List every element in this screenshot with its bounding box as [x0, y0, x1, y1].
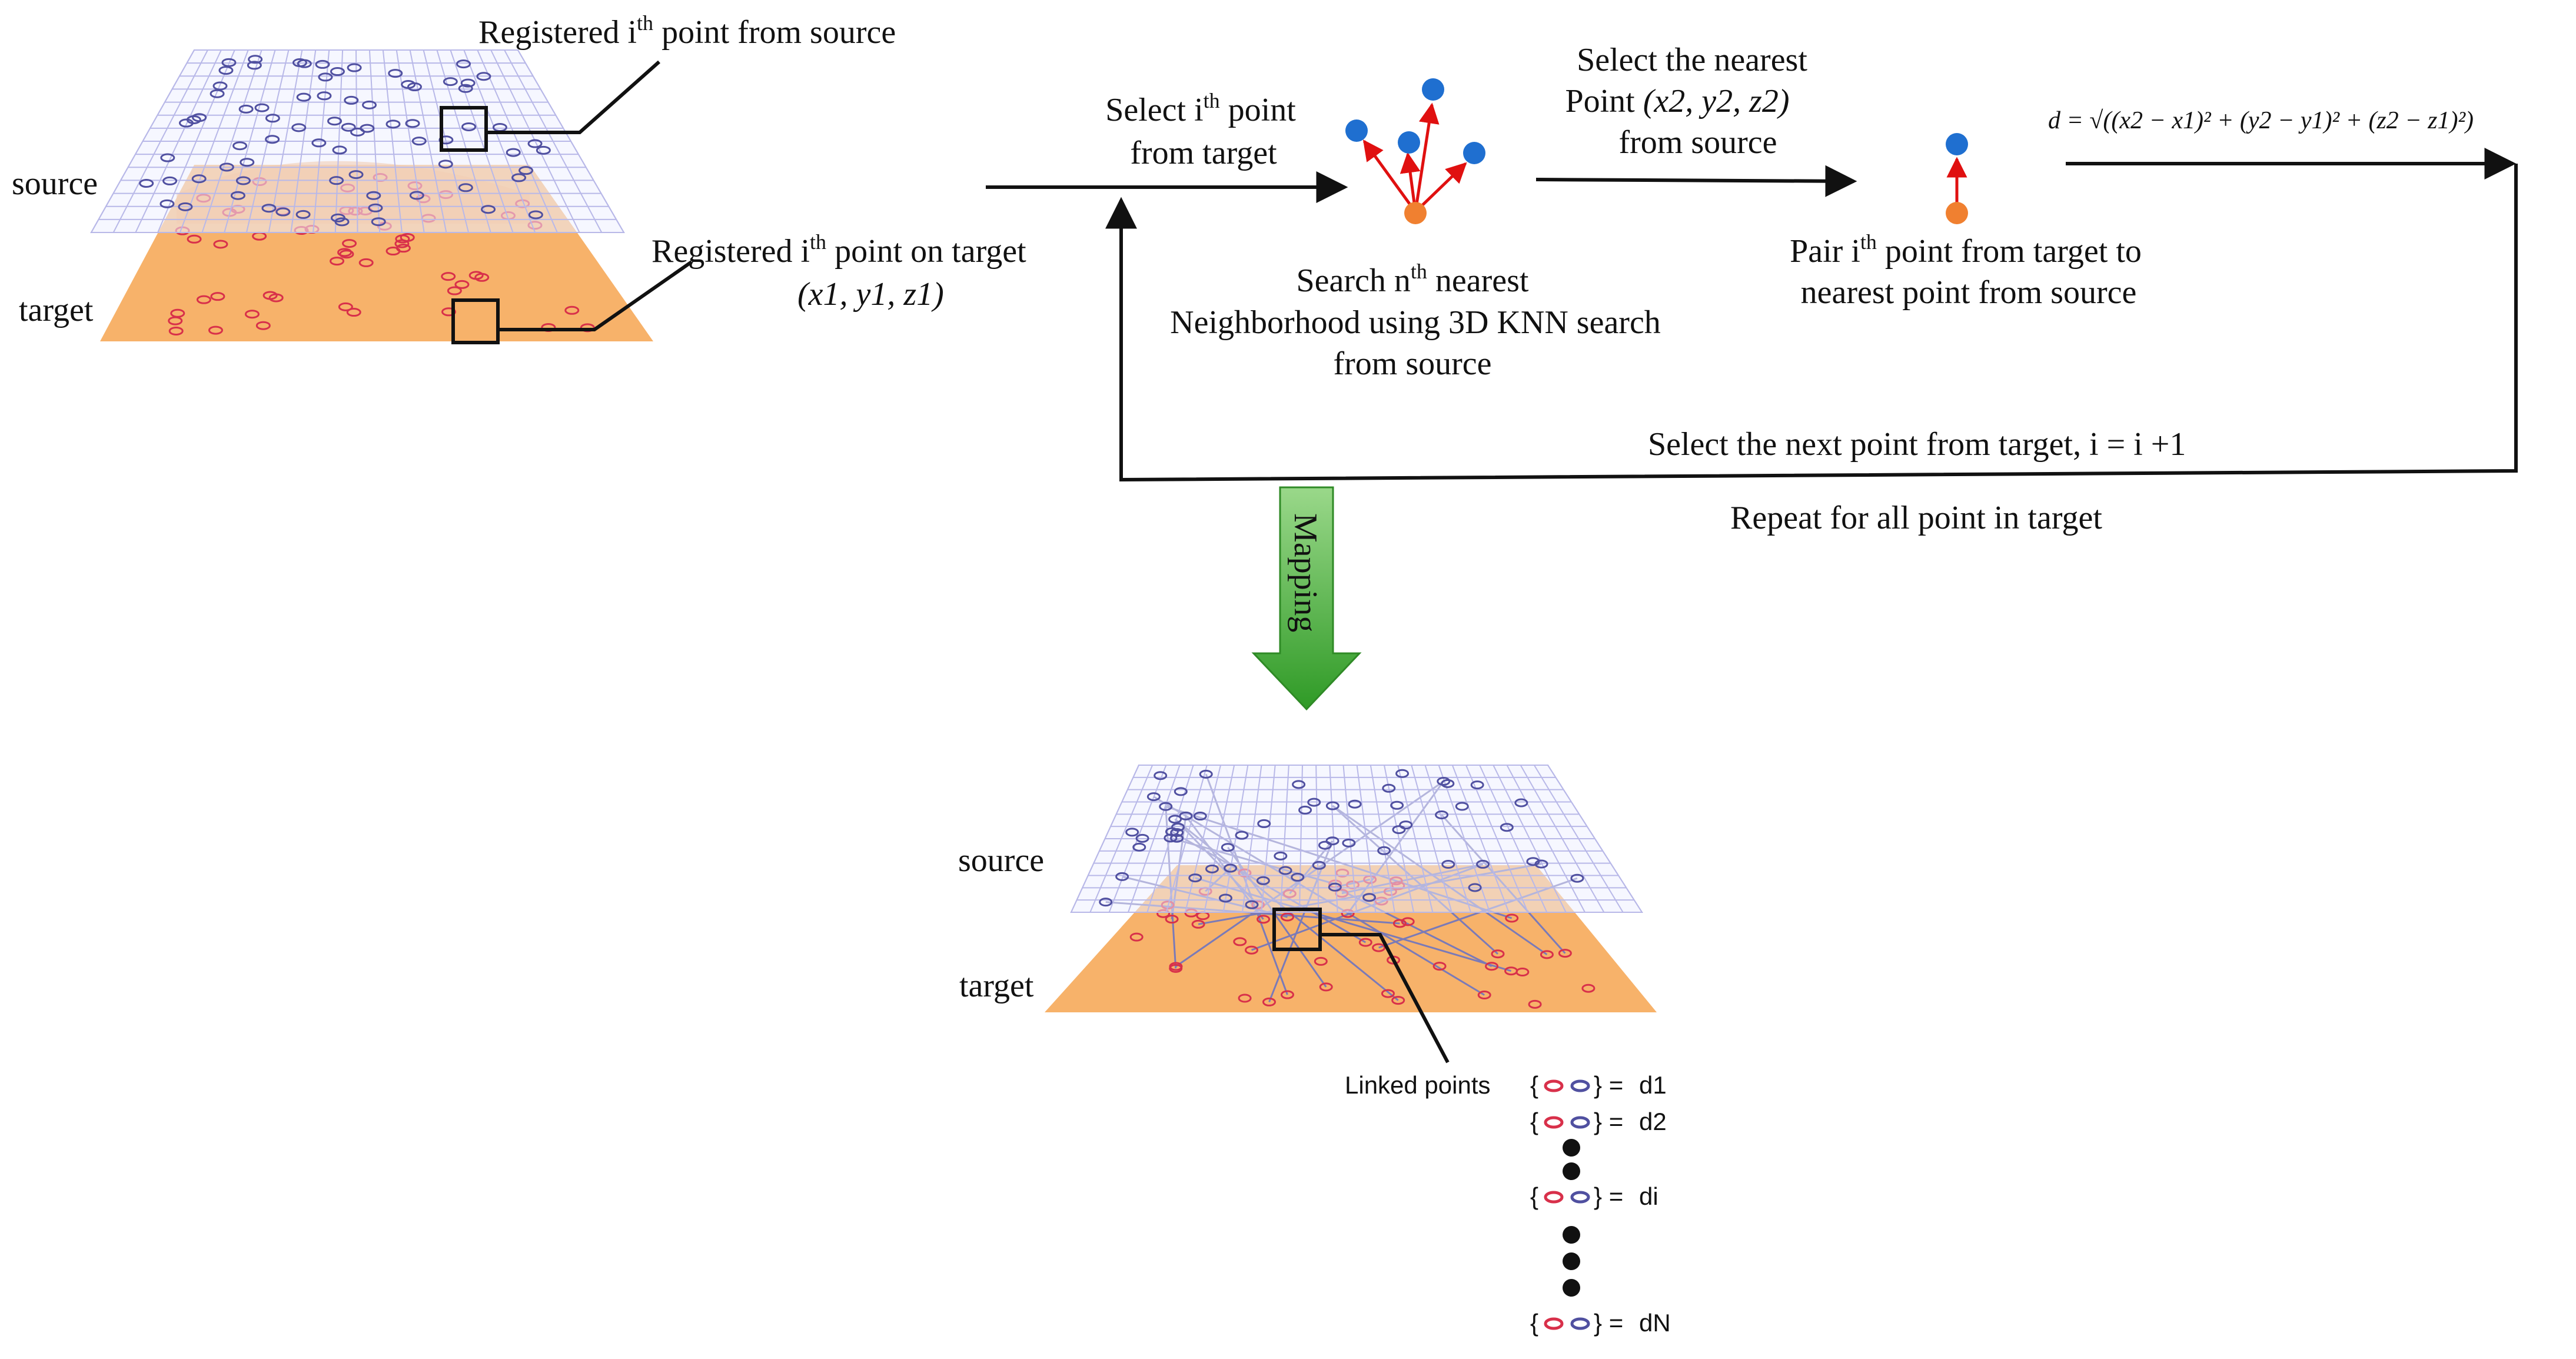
linked-points-legend: Linked points { } = d1 { } = d2 { — [1345, 1071, 1671, 1337]
svg-text:{: { — [1530, 1108, 1538, 1135]
callout-target-text: Registered ith point on target — [652, 230, 1026, 270]
top-label-source: source — [12, 165, 98, 202]
select-nearest-line2: Point (x2, y2, z2) — [1565, 83, 1789, 119]
distance-formula: d = √((x2 − x1)² + (y2 − y1)² + (z2 − z1… — [2048, 107, 2474, 134]
ellipsis-dot — [1563, 1279, 1580, 1297]
distance-d2: d2 — [1639, 1108, 1667, 1135]
ellipsis-dot — [1563, 1252, 1580, 1270]
svg-text:} =: } = — [1594, 1182, 1623, 1210]
top-target-highlight-box — [451, 298, 500, 344]
top-point-cloud-panel: source target Registered ith point from … — [12, 11, 1026, 344]
legend-row-di: { } = di — [1530, 1182, 1658, 1210]
bottom-source-points — [1099, 769, 1584, 909]
pair-line2: nearest point from source — [1801, 274, 2137, 311]
search-line2: Neighborhood using 3D KNN search — [1170, 304, 1661, 341]
top-label-target: target — [19, 292, 94, 328]
distance-dN: dN — [1639, 1309, 1671, 1337]
callout-target-coords: (x1, y1, z1) — [797, 276, 944, 313]
pair-line1: Pair ith point from target to — [1790, 230, 2142, 270]
search-line1: Search nth nearest — [1297, 260, 1529, 299]
select-nearest-line1: Select the nearest — [1577, 42, 1807, 78]
process-flow: Select ith point from target Search nth … — [986, 42, 2518, 536]
distance-d1: d1 — [1639, 1071, 1667, 1099]
mapping-label: Mapping — [1287, 513, 1324, 632]
callout-source-text: Registered ith point from source — [478, 11, 896, 51]
bottom-source-grid — [1070, 765, 1643, 913]
svg-text:{: { — [1530, 1309, 1538, 1337]
distance-di: di — [1639, 1182, 1658, 1210]
svg-text:} =: } = — [1594, 1071, 1623, 1099]
ellipsis-dot — [1563, 1139, 1580, 1157]
top-source-points — [139, 55, 551, 227]
bottom-callout-line — [1320, 933, 1450, 1064]
mapping-arrow: Mapping — [1251, 486, 1362, 711]
select-point-line2: from target — [1130, 135, 1277, 171]
top-source-highlight-box — [440, 106, 488, 152]
ellipsis-dot — [1563, 1226, 1580, 1244]
select-nearest-line3: from source — [1618, 124, 1777, 161]
arrow-to-pair — [1535, 165, 1857, 197]
knn-search-icon — [1345, 78, 1485, 224]
top-target-callout-line — [498, 260, 693, 331]
top-source-callout-line — [486, 60, 660, 134]
loop-label: Select the next point from target, i = i… — [1648, 426, 2186, 463]
search-line3: from source — [1333, 345, 1491, 382]
svg-text:} =: } = — [1594, 1309, 1623, 1337]
bottom-label-target: target — [959, 968, 1034, 1004]
top-source-grid — [90, 49, 625, 233]
bottom-point-cloud-panel: source target Linked points { } = d1 { }… — [958, 765, 1671, 1337]
ellipsis-dot — [1563, 1162, 1580, 1180]
svg-text:} =: } = — [1594, 1108, 1623, 1135]
pair-icon — [1946, 133, 1968, 224]
repeat-label: Repeat for all point in target — [1730, 500, 2102, 536]
svg-text:{: { — [1530, 1182, 1538, 1210]
legend-row-d1: { } = d1 — [1530, 1071, 1667, 1099]
legend-row-d2: { } = d2 — [1530, 1108, 1667, 1135]
legend-row-dN: { } = dN — [1530, 1309, 1671, 1337]
bottom-highlight-box — [1272, 908, 1322, 951]
loop-return-line — [1105, 164, 2518, 482]
select-point-line1: Select ith point — [1105, 89, 1296, 128]
svg-text:{: { — [1530, 1071, 1538, 1099]
bottom-label-source: source — [958, 842, 1044, 879]
linked-points-label: Linked points — [1345, 1071, 1491, 1099]
